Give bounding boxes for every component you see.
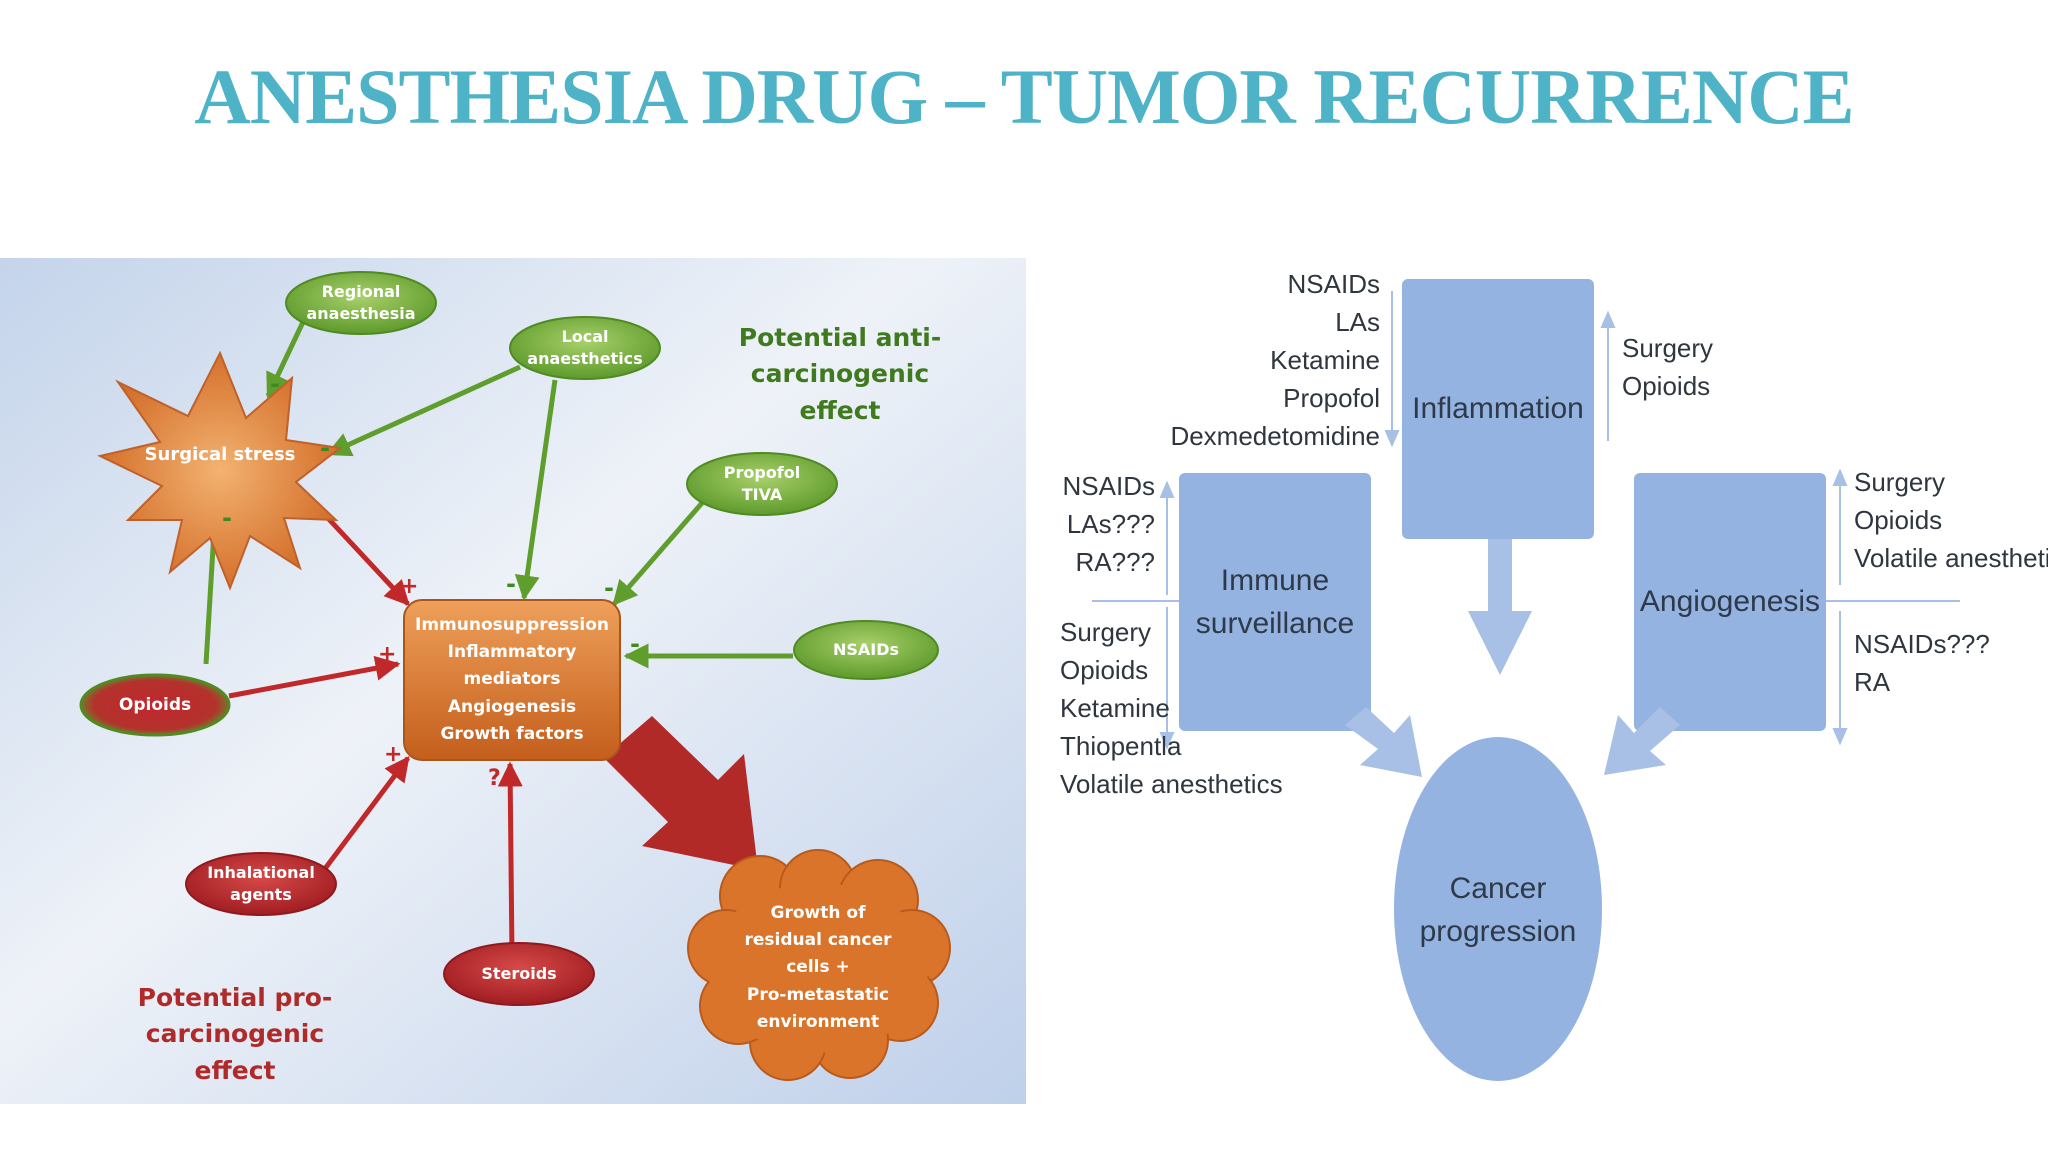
plus-sign: + <box>400 574 419 599</box>
propofol-tiva-node <box>686 452 838 516</box>
list-item: Volatile anesthetics <box>1854 543 2048 573</box>
center-to-growth-big-arrow <box>604 716 758 870</box>
regional-anaesthesia-node <box>285 271 437 335</box>
inflammation-down-arrowhead <box>1384 430 1400 448</box>
angiogenesis-to-cancer-arrow <box>1604 707 1680 775</box>
immune-to-cancer-arrow <box>1345 707 1422 777</box>
inflammation-label: Inflammation <box>1412 392 1584 426</box>
inflammation-up-arrowhead <box>1600 310 1616 328</box>
minus-sign: - <box>630 630 640 658</box>
steroids-label: Steroids <box>481 964 557 984</box>
left-diagram-graphics <box>0 258 1026 1104</box>
question-sign: ? <box>488 766 501 791</box>
immune-increase-list: NSAIDs LAs??? RA??? <box>1040 467 1155 581</box>
list-item: RA <box>1854 667 1891 697</box>
immune-surveillance-box <box>1179 473 1371 731</box>
center-effects-label: Immunosuppression Inflammatory mediators… <box>415 615 609 744</box>
list-item: RA??? <box>1075 547 1156 577</box>
list-item: LAs??? <box>1066 509 1155 539</box>
angiogenesis-increase-list: Surgery Opioids Volatile anesthetics <box>1854 463 2048 577</box>
immune-decrease-list: Surgery Opioids Ketamine Thiopentla Vola… <box>1060 613 1283 803</box>
angiogenesis-down-arrowhead <box>1832 728 1848 746</box>
inflammation-decrease-list: NSAIDs LAs Ketamine Propofol Dexmedetomi… <box>1160 265 1380 455</box>
minus-sign: - <box>320 434 330 462</box>
minus-sign: - <box>506 570 516 598</box>
local-anaesthetics-node <box>509 316 661 380</box>
surgical-stress-starburst <box>97 350 343 591</box>
local-to-center-arrow <box>514 379 558 601</box>
regional-to-stress-arrow <box>265 320 306 399</box>
list-item: Ketamine <box>1270 345 1380 375</box>
steroids-node <box>443 942 595 1006</box>
minus-sign: - <box>270 370 280 398</box>
slide-title: ANESTHESIA DRUG – TUMOR RECURRENCE <box>194 53 1854 140</box>
inhalational-to-center-arrow <box>322 756 410 872</box>
list-item: Volatile anesthetics <box>1060 769 1283 799</box>
angiogenesis-box <box>1634 473 1826 731</box>
inflammation-box <box>1402 279 1594 539</box>
immune-up-arrowhead <box>1159 480 1175 498</box>
list-item: Ketamine <box>1060 693 1170 723</box>
plus-sign: + <box>384 742 403 767</box>
opioids-to-center-arrow <box>228 655 401 699</box>
right-diagram-graphics <box>1092 279 1960 1081</box>
angiogenesis-decrease-list: NSAIDs??? RA <box>1854 625 2014 701</box>
growth-label: Growth of residual cancer cells + Pro-me… <box>744 903 892 1032</box>
minus-sign: - <box>604 574 614 602</box>
list-item: LAs <box>1335 307 1380 337</box>
list-item: NSAIDs <box>1062 471 1155 501</box>
inflammation-increase-list: Surgery Opioids <box>1622 329 1782 405</box>
steroids-to-center-arrow <box>497 761 523 957</box>
list-item: NSAIDs <box>1287 269 1380 299</box>
nsaids-node <box>793 620 939 680</box>
list-item: NSAIDs??? <box>1854 629 1990 659</box>
opioids-label: Opioids <box>118 694 192 715</box>
list-item: Thiopentla <box>1060 731 1182 761</box>
angiogenesis-label: Angiogenesis <box>1639 585 1821 619</box>
list-item: Surgery <box>1622 333 1714 363</box>
immune-down-arrowhead <box>1159 732 1175 750</box>
list-item: Dexmedetomidine <box>1170 421 1380 451</box>
opioids-node <box>79 673 231 737</box>
plus-sign: + <box>378 642 397 667</box>
center-effects-box <box>403 599 621 761</box>
nsaids-label: NSAIDs <box>832 640 900 660</box>
propofol-to-center-arrow <box>612 501 704 606</box>
local-to-stress-arrow <box>325 364 522 457</box>
list-item: Surgery <box>1854 467 1946 497</box>
cancer-progression-ellipse <box>1394 737 1602 1081</box>
list-item: Surgery <box>1060 617 1152 647</box>
minus-sign: - <box>222 504 232 532</box>
growth-cloud <box>687 849 951 1081</box>
list-item: Opioids <box>1854 505 1943 535</box>
angiogenesis-up-arrowhead <box>1832 468 1848 486</box>
list-item: Opioids <box>1060 655 1149 685</box>
inflammation-to-cancer-arrow <box>1468 539 1532 675</box>
inhalational-agents-node <box>185 852 337 916</box>
list-item: Propofol <box>1283 383 1380 413</box>
surgical-stress-label: Surgical stress <box>144 443 296 465</box>
list-item: Opioids <box>1622 371 1711 401</box>
